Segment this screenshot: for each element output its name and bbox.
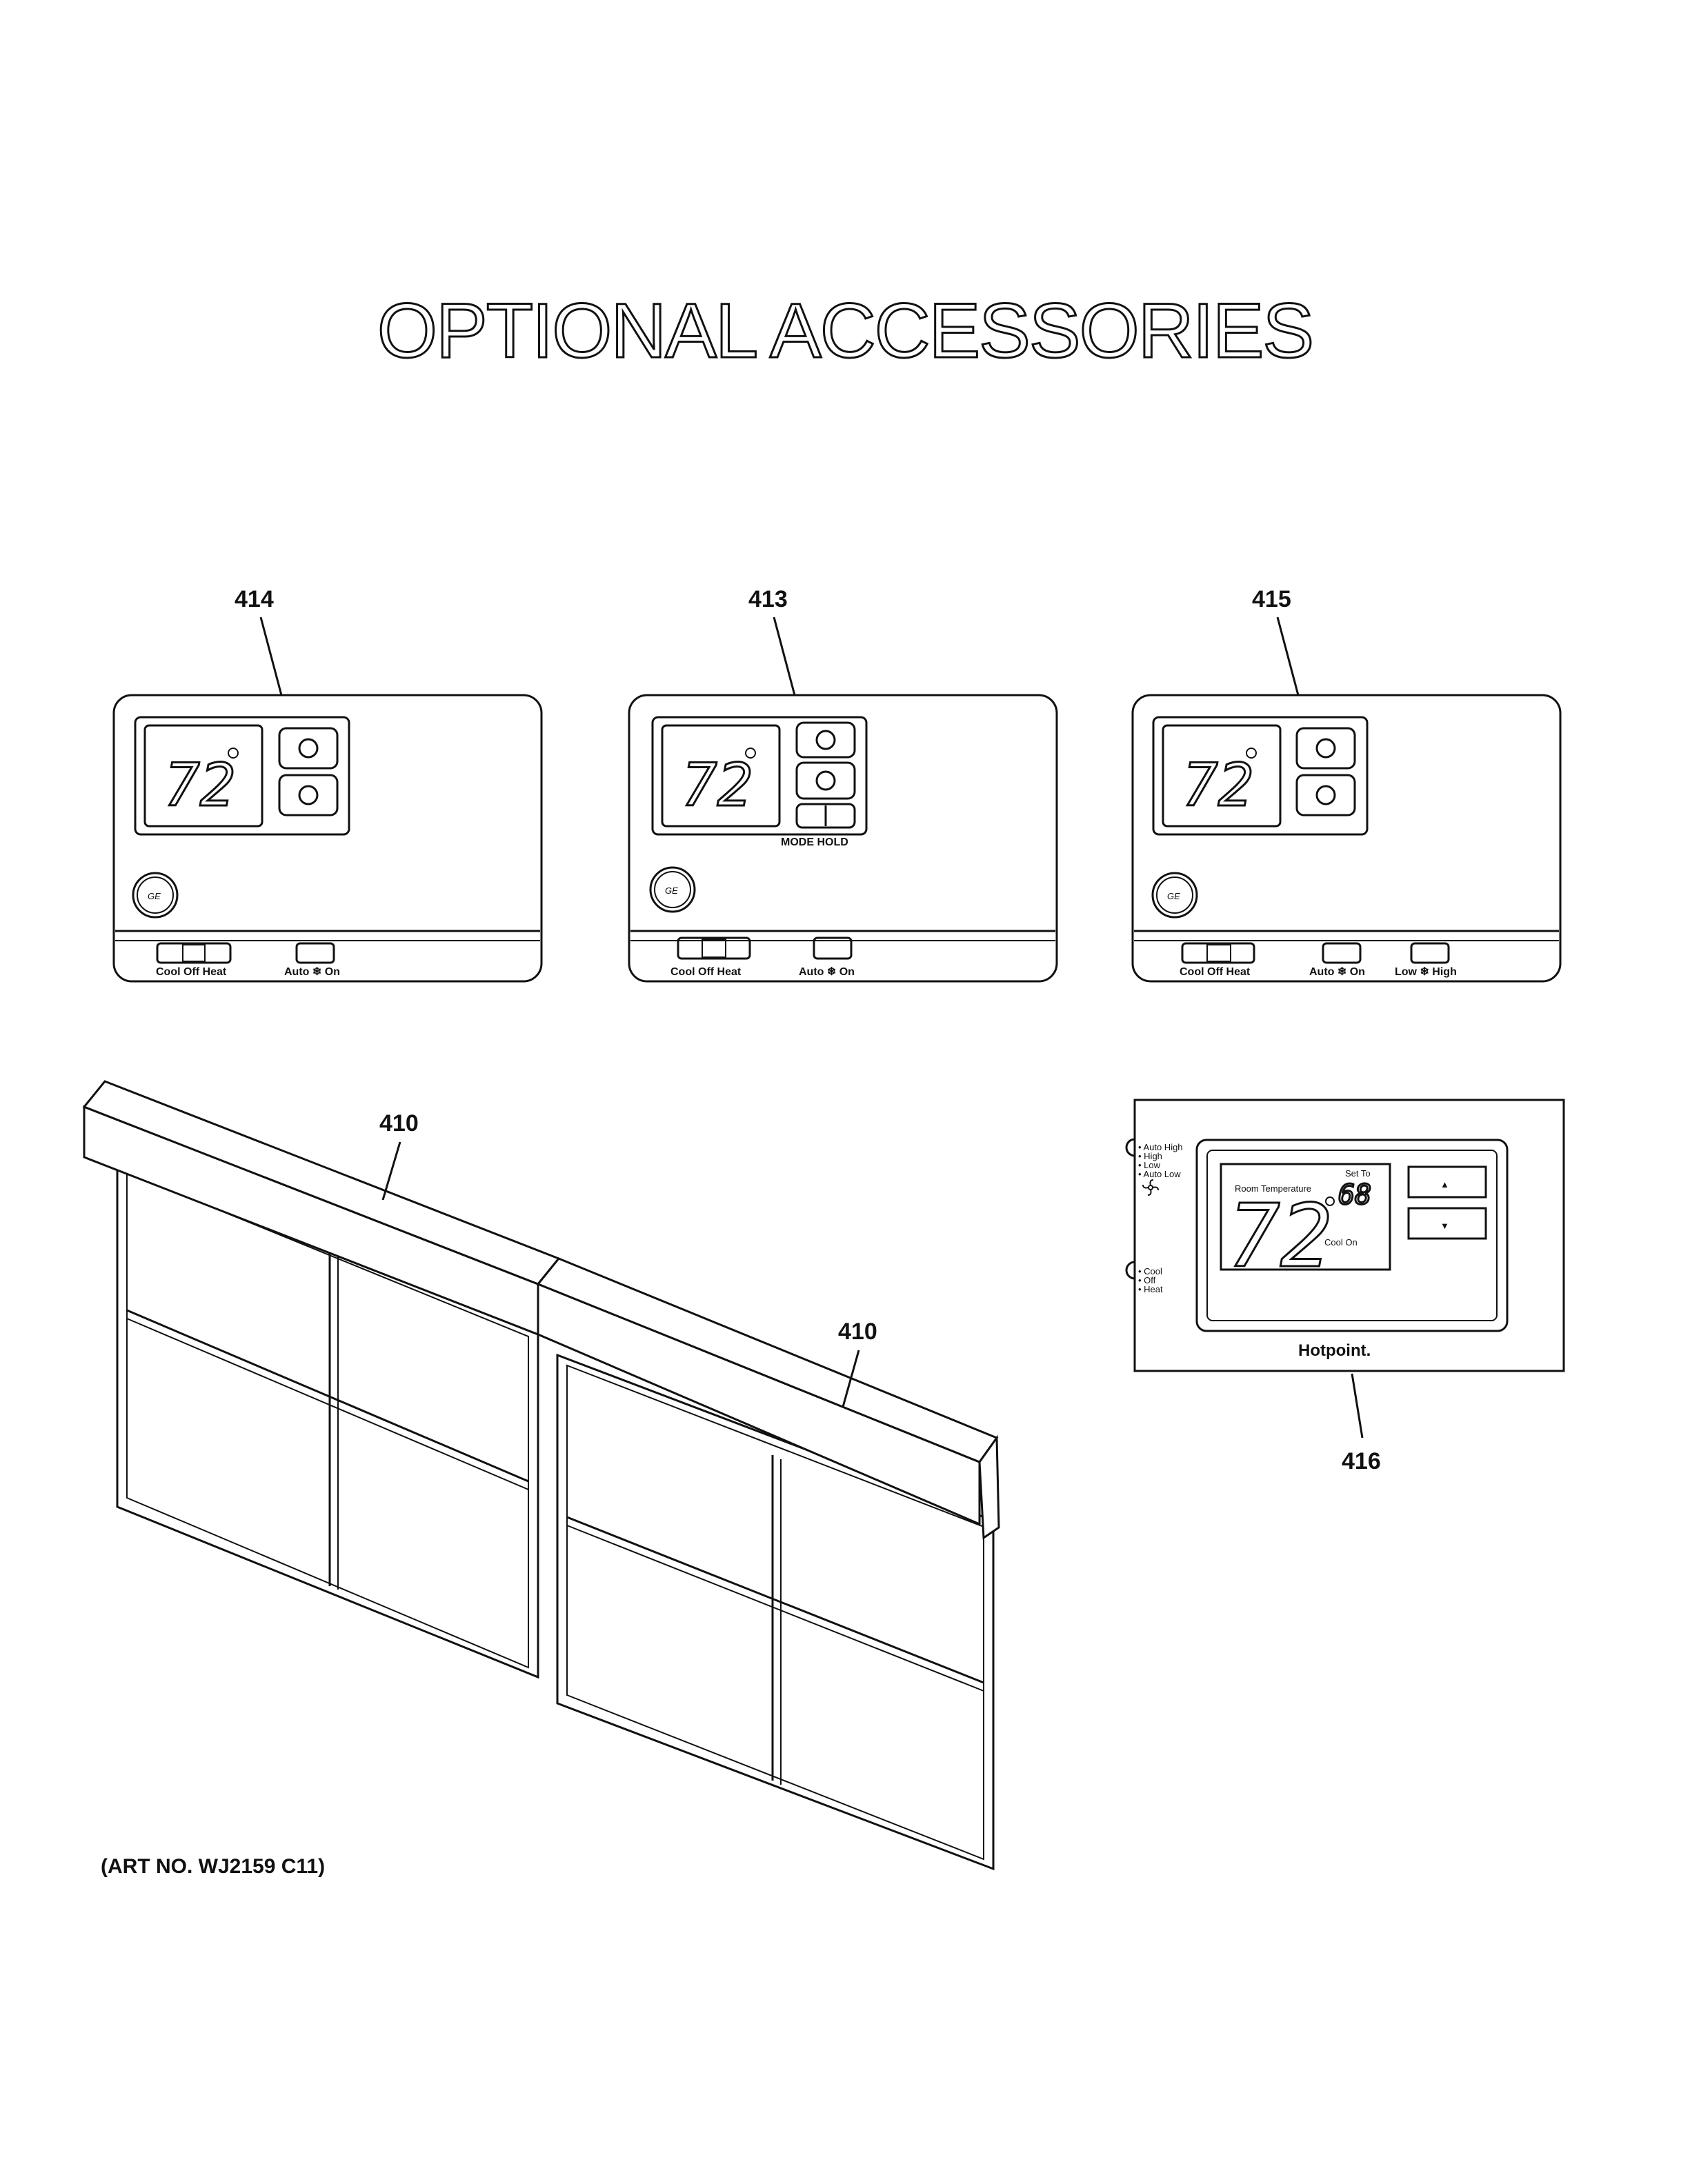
mode-option-heat: • Heat	[1138, 1284, 1163, 1294]
display-frame	[134, 716, 350, 836]
thermostat-body	[112, 694, 543, 983]
air-filter-right	[536, 1257, 1000, 1871]
up-button[interactable]	[1295, 727, 1356, 770]
fan-option-auto-low: • Auto Low	[1138, 1169, 1181, 1179]
up-button[interactable]	[1407, 1165, 1487, 1199]
mode-switch[interactable]	[1181, 942, 1255, 964]
down-button[interactable]	[795, 761, 856, 800]
degree-icon	[228, 748, 239, 759]
air-filter-left	[82, 1080, 561, 1679]
callout-414: 414	[235, 586, 274, 612]
lcd-screen	[1220, 1163, 1391, 1271]
degree-icon	[1246, 748, 1257, 759]
thermostat-413: 413 72 MODE HOLD GE Cool Off Heat Auto ❄…	[628, 586, 1058, 983]
fan-switch[interactable]	[1322, 942, 1362, 964]
page-title: OPTIONAL ACCESSORIES	[376, 287, 1315, 375]
fan-option-auto-high: • Auto High	[1138, 1142, 1183, 1152]
display-frame	[651, 716, 868, 836]
up-button[interactable]	[278, 727, 339, 770]
status-text: Cool On	[1324, 1237, 1358, 1248]
down-button[interactable]	[1295, 774, 1356, 817]
ge-logo-icon	[132, 872, 179, 919]
temperature-readout: 72	[164, 751, 236, 820]
display-frame	[1152, 716, 1369, 836]
callout-410-right: 410	[838, 1319, 877, 1345]
hotpoint-logo: Hotpoint.	[1298, 1341, 1371, 1360]
logo-text: GE	[665, 885, 678, 896]
fan-speed-label: Low ❄ High	[1395, 966, 1457, 978]
mode-switch-label: Cool Off Heat	[670, 966, 742, 978]
fan-option-low: • Low	[1138, 1160, 1161, 1170]
fan-icon	[1142, 1179, 1159, 1196]
callout-413: 413	[748, 586, 788, 612]
set-to-label: Set To	[1345, 1168, 1371, 1179]
leader-line	[1276, 617, 1300, 696]
ge-logo-icon	[649, 866, 696, 913]
mode-switch-label: Cool Off Heat	[1180, 966, 1251, 978]
mode-hold-caption: MODE HOLD	[781, 836, 848, 848]
logo-text: GE	[148, 891, 161, 901]
lcd-screen	[143, 724, 264, 828]
mode-option-off: • Off	[1138, 1275, 1156, 1285]
room-temperature-label: Room Temperature	[1235, 1183, 1311, 1194]
room-temperature-readout: 72	[1228, 1185, 1333, 1287]
thermostat-body	[1131, 694, 1562, 983]
thermostat-body	[1133, 1099, 1565, 1372]
callout-410-left: 410	[379, 1110, 419, 1136]
thermostat-416: Room Temperature Set To 68 72 Cool On ▲ …	[1125, 1099, 1565, 1474]
leader-line	[381, 1141, 401, 1201]
leader-line	[1351, 1373, 1364, 1439]
mode-option-cool: • Cool	[1138, 1266, 1162, 1276]
art-number: (ART NO. WJ2159 C11)	[101, 1855, 326, 1878]
set-temperature: 68	[1338, 1179, 1371, 1211]
temperature-readout: 72	[682, 751, 753, 820]
mode-hold-button[interactable]	[795, 803, 856, 829]
display-frame	[1195, 1139, 1509, 1332]
mode-switch-label: Cool Off Heat	[156, 966, 227, 978]
ge-logo-icon	[1151, 872, 1198, 919]
down-button[interactable]	[278, 774, 339, 817]
down-button[interactable]	[1407, 1207, 1487, 1240]
fan-option-high: • High	[1138, 1151, 1162, 1161]
fan-switch-label: Auto ❄ On	[799, 966, 855, 978]
leader-line	[842, 1350, 860, 1407]
lcd-screen	[1162, 724, 1282, 828]
fan-switch-label: Auto ❄ On	[284, 966, 340, 978]
leader-line	[773, 617, 796, 696]
callout-416: 416	[1342, 1448, 1381, 1474]
thermostat-415: 415 72 GE Cool Off Heat Auto ❄ On Low ❄ …	[1131, 586, 1562, 983]
up-button[interactable]	[795, 721, 856, 759]
up-arrow-icon: ▲	[1440, 1179, 1449, 1190]
fan-switch-label: Auto ❄ On	[1309, 966, 1365, 978]
mode-selector-knob[interactable]	[1125, 1261, 1135, 1280]
fan-speed-switch[interactable]	[1410, 942, 1450, 964]
down-arrow-icon: ▼	[1440, 1221, 1449, 1231]
leader-line	[259, 617, 283, 696]
degree-icon	[745, 748, 756, 759]
fan-switch[interactable]	[295, 942, 335, 964]
temperature-readout: 72	[1182, 751, 1254, 820]
thermostat-414: 414 72 GE Cool Off Heat Auto ❄ On	[112, 586, 543, 983]
lcd-screen	[661, 724, 781, 828]
callout-415: 415	[1252, 586, 1291, 612]
mode-switch[interactable]	[156, 942, 232, 964]
logo-text: GE	[1167, 891, 1180, 901]
degree-icon	[1325, 1196, 1335, 1206]
fan-selector-knob[interactable]	[1125, 1138, 1135, 1157]
thermostat-body	[628, 694, 1058, 983]
fan-switch[interactable]	[813, 936, 853, 960]
mode-switch[interactable]	[677, 936, 751, 960]
